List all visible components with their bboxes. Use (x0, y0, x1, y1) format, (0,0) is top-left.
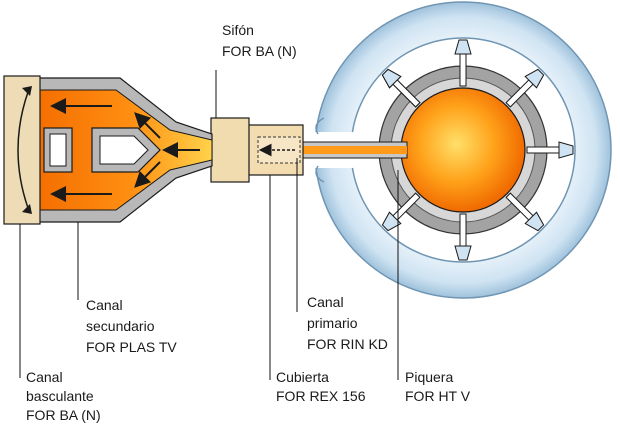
burner-nozzle (505, 192, 545, 232)
flow-arrow (134, 161, 161, 188)
sifon-code: FOR BA (N) (222, 43, 297, 59)
canal-primario-name2: primario (307, 315, 358, 331)
burner-group (381, 39, 574, 261)
tilt-arc-arrow (17, 91, 29, 209)
flow-arrow (134, 112, 161, 139)
sifon-name: Sifón (222, 22, 254, 38)
canal-basculante-shape (3, 75, 41, 225)
canal-secundario-code: FOR PLAS TV (86, 339, 177, 355)
sifon-block (210, 117, 250, 183)
burner-nozzle (526, 141, 574, 159)
canal-secundario-name1: Canal (86, 297, 123, 313)
canal-primario-code: FOR RIN KD (307, 336, 388, 352)
labels: Sifón FOR BA (N) Canal secundario FOR PL… (26, 22, 471, 423)
sifon-shape (210, 117, 250, 183)
burner-nozzle (454, 213, 472, 261)
baffle-pentagon-inner (99, 135, 149, 165)
tilt-arrowhead-bottom (22, 204, 32, 214)
cubierta-name: Cubierta (276, 369, 329, 385)
baffle-square-inner (49, 133, 67, 167)
primary-channel-inner (295, 146, 407, 154)
piquera-code: FOR HT V (405, 388, 471, 404)
canal-basculante-code: FOR BA (N) (26, 407, 101, 423)
canal-primario-name1: Canal (307, 294, 344, 310)
canal-basculante-name1: Canal (26, 369, 63, 385)
canal-primario-shape (294, 141, 408, 159)
cubierta-code: FOR REX 156 (276, 388, 366, 404)
tilting-trough (3, 75, 41, 225)
canal-secundario-name2: secundario (86, 318, 155, 334)
leader-lines (19, 70, 399, 380)
piquera-assembly (305, 1, 612, 299)
burner-nozzle (454, 39, 472, 87)
burner-nozzle (381, 68, 421, 108)
cubierta-shape (246, 124, 304, 176)
tilt-arrowhead-top (22, 86, 32, 96)
ring-opening-lip-top (315, 117, 325, 135)
ring-opening-lip-bottom (315, 165, 325, 183)
molten-core (400, 87, 526, 213)
canal-basculante-name2: basculante (26, 388, 94, 404)
burner-nozzle (381, 192, 421, 232)
piquera-name: Piquera (405, 369, 453, 385)
canal-secundario-shape (27, 77, 213, 223)
burner-nozzle (505, 68, 545, 108)
